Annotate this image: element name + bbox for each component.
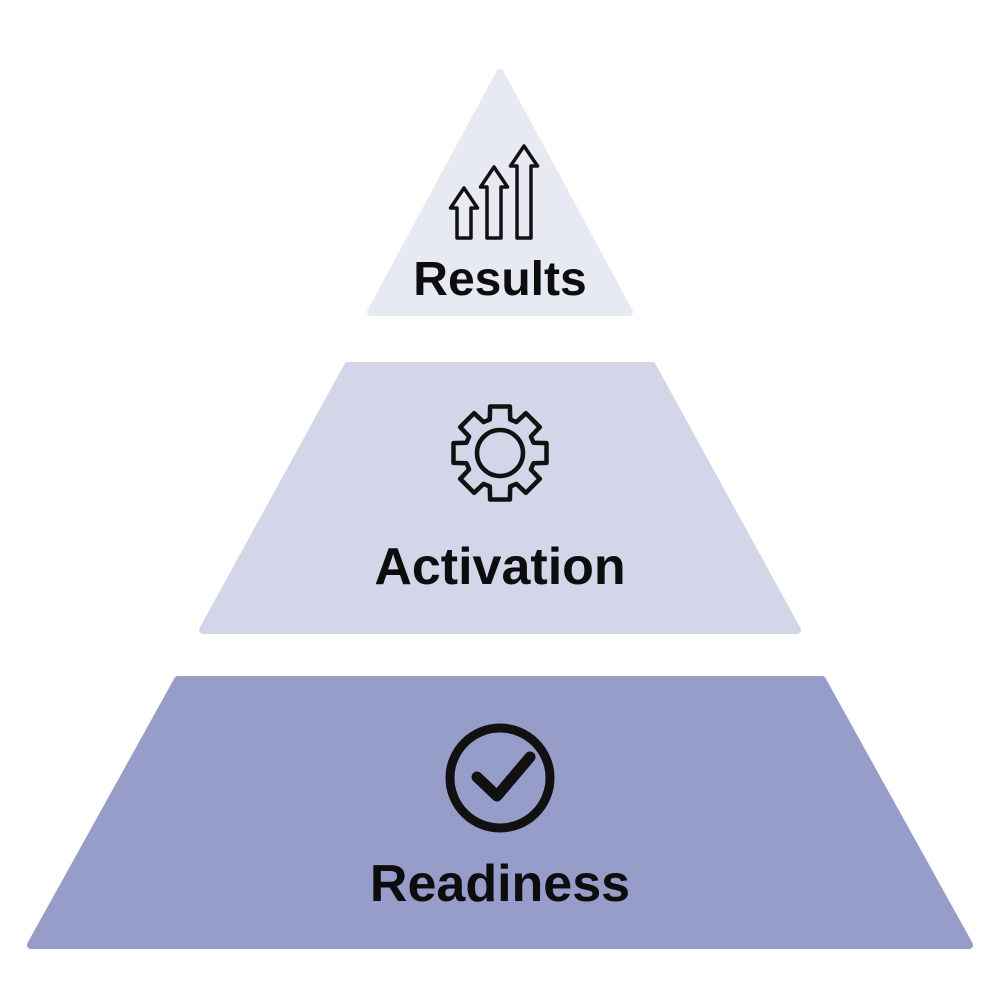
gear-icon xyxy=(451,404,549,502)
check-circle-icon xyxy=(445,723,555,833)
check-circle-ring xyxy=(445,723,555,833)
tier-results-label: Results xyxy=(413,253,587,306)
tier-readiness-label: Readiness xyxy=(369,855,631,913)
tier-activation-label: Activation xyxy=(374,538,626,596)
growth-arrows-icon xyxy=(448,144,540,240)
tier-readiness-shape xyxy=(27,676,973,949)
growth-arrow-large xyxy=(508,144,540,240)
growth-arrow-small xyxy=(448,186,480,240)
gear-icon-path xyxy=(451,404,549,502)
check-mark xyxy=(471,751,536,802)
growth-arrow-medium xyxy=(478,165,510,240)
gear-icon-hole xyxy=(474,427,526,479)
